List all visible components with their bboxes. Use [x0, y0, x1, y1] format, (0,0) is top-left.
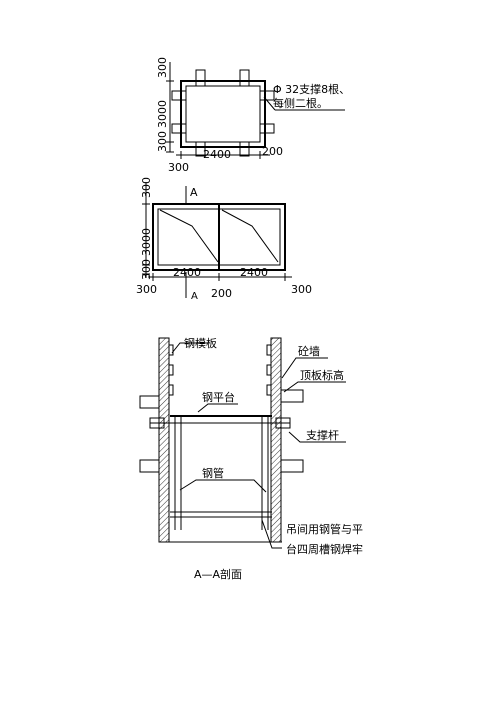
- label-concrete-wall: 砼墙: [298, 344, 320, 358]
- dim-300-top: 300: [156, 57, 169, 78]
- section-mark-bottom: A: [191, 291, 198, 302]
- support-blocks: [171, 69, 275, 157]
- leader-pipe: [179, 479, 267, 493]
- label-steel-platform: 钢平台: [202, 390, 235, 404]
- dim-300-bottom: 300: [156, 131, 169, 152]
- note-line-1: Φ 32支撑8根、: [273, 82, 350, 96]
- plan-double-shaft: A A 300 3000 300 2400 2400 300 200 300: [136, 177, 312, 302]
- leader-support: [288, 431, 346, 443]
- diagonal-right: [221, 209, 279, 263]
- dim-200-2: 200: [211, 287, 232, 300]
- dim-2400-a: 2400: [173, 266, 201, 279]
- slab-left-top: [139, 395, 160, 409]
- leader-formwork: [171, 342, 208, 354]
- label-support-rod: 支撑杆: [306, 428, 339, 442]
- plan-single-shaft: 300 3000 300 2400 200 300 Φ 32支撑8根、 每侧二根…: [156, 57, 350, 174]
- section-mark-top: A: [190, 186, 198, 199]
- leader-roof: [283, 381, 346, 393]
- dim-2400: 2400: [203, 148, 231, 161]
- dim-300-left-2: 300: [136, 283, 157, 296]
- leader-platform: [197, 403, 238, 413]
- dim-300-top-2: 300: [140, 177, 153, 198]
- label-roof-elevation: 顶板标高: [300, 368, 344, 382]
- label-steel-formwork: 钢模板: [184, 336, 217, 350]
- wall-left: [158, 337, 170, 543]
- dim-300-right-2: 300: [291, 283, 312, 296]
- dim-300-bottom-2: 300: [140, 259, 153, 280]
- dim-200: 200: [262, 145, 283, 158]
- section-title: A—A剖面: [194, 567, 242, 581]
- label-steel-pipe: 钢管: [202, 466, 224, 480]
- formwork-marks: [168, 344, 272, 396]
- dim-2400-b: 2400: [240, 266, 268, 279]
- label-weld-line-1: 吊间用钢管与平: [286, 522, 363, 536]
- leader-weld: [261, 519, 282, 549]
- dim-3000: 3000: [156, 100, 169, 128]
- diagonal-left: [159, 209, 219, 263]
- label-weld-line-2: 台四周槽钢焊牢: [286, 542, 363, 556]
- wall-right: [270, 337, 282, 543]
- shaft-outline: [180, 80, 266, 148]
- leader-line: [263, 96, 276, 111]
- note-line-2: 每侧二根。: [273, 96, 328, 110]
- slab-right-mid: [280, 459, 304, 473]
- section-a-a: 钢模板 砼墙 顶板标高 钢平台 支撑杆 钢管 吊间用钢管与平 台四周槽钢焊牢 A…: [139, 336, 363, 581]
- slab-left-mid: [139, 459, 160, 473]
- dim-300-left: 300: [168, 161, 189, 174]
- leader-wall: [281, 357, 328, 379]
- dim-3000-2: 3000: [140, 228, 153, 256]
- shaft-inner: [185, 85, 261, 143]
- slab-right-top: [280, 389, 304, 403]
